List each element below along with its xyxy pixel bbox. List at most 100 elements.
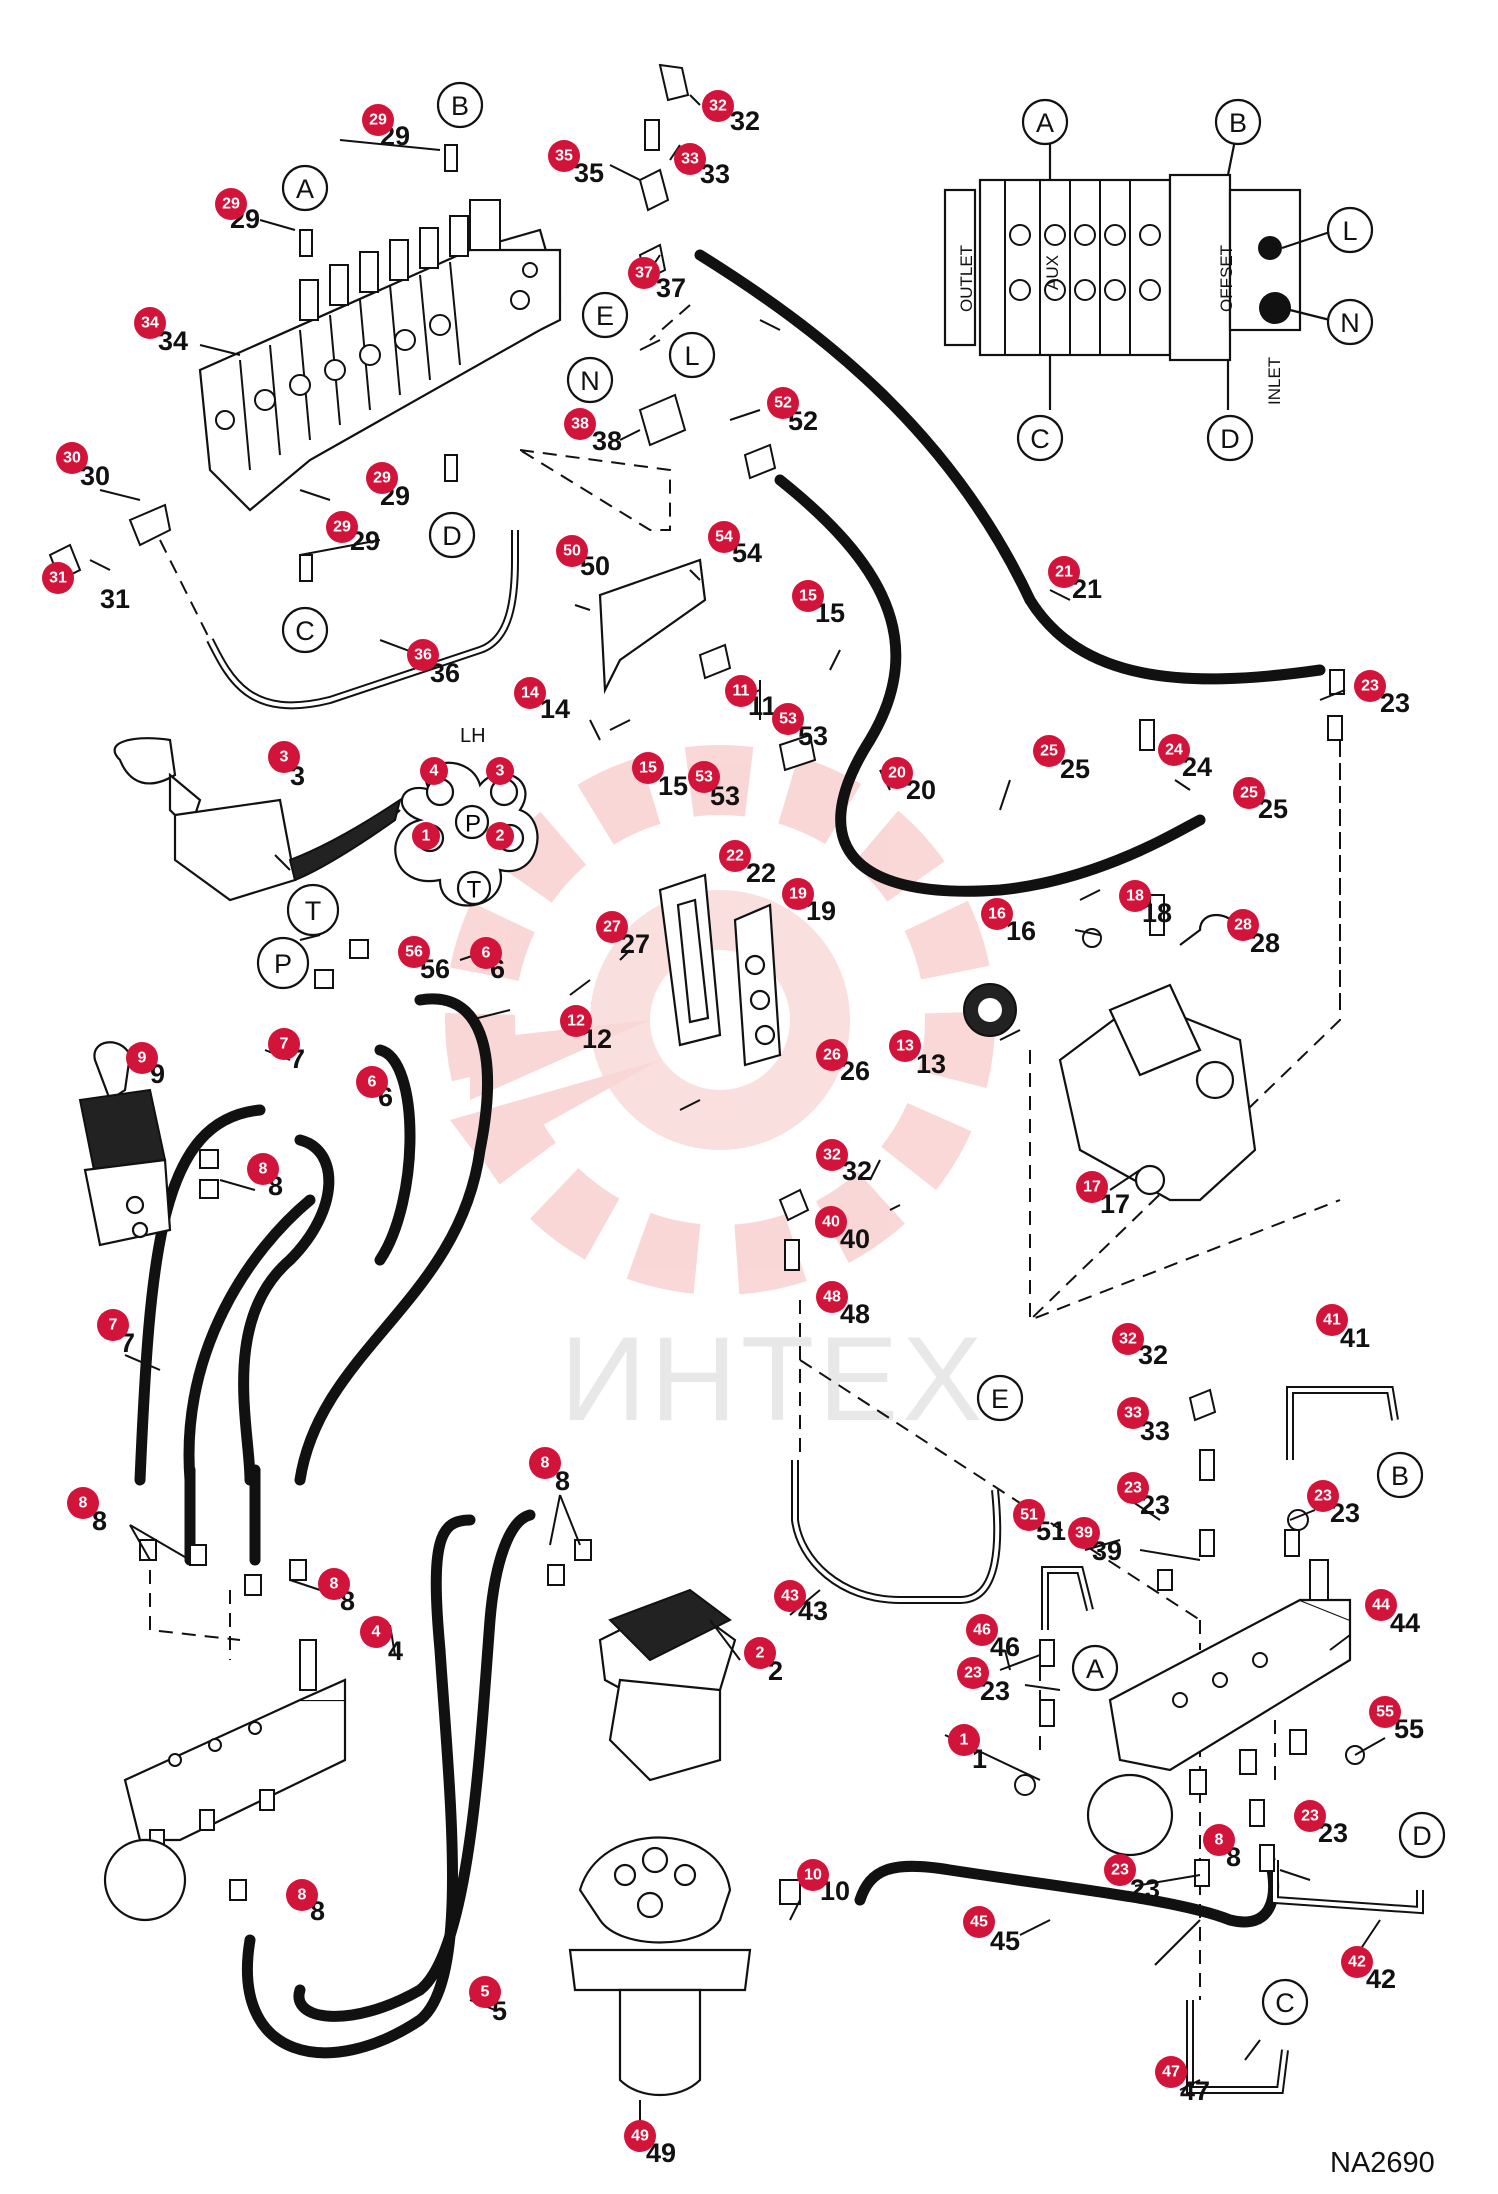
svg-text:54: 54 (715, 529, 733, 546)
callout-badge-4: 4 (360, 1616, 392, 1648)
callout-badge-53: 53 (688, 761, 720, 793)
callout-badge-26: 26 (816, 1039, 848, 1071)
callout-badge-16: 16 (981, 898, 1013, 930)
callout-badge-23: 23 (1117, 1472, 1149, 1504)
drawing-code: NA2690 (1330, 2147, 1435, 2179)
svg-text:53: 53 (695, 769, 713, 786)
callout-badge-35: 35 (548, 140, 580, 172)
pattern-badge-1: 1 (412, 822, 440, 850)
callout-badge-23: 23 (1307, 1480, 1339, 1512)
callout-badge-7: 7 (268, 1028, 300, 1060)
callout-badge-46: 46 (966, 1614, 998, 1646)
port-l-label: L (684, 341, 699, 371)
callout-badge-15: 15 (632, 752, 664, 784)
callout-badge-8: 8 (247, 1153, 279, 1185)
svg-text:32: 32 (823, 1147, 841, 1164)
callout-badge-8: 8 (1203, 1824, 1235, 1856)
callouts: 2929292929292929343430303131353532323333… (42, 90, 1424, 2168)
svg-text:3: 3 (496, 763, 505, 780)
svg-text:15: 15 (799, 588, 817, 605)
svg-text:8: 8 (541, 1455, 550, 1472)
svg-text:10: 10 (804, 1867, 822, 1884)
callout-badge-18: 18 (1119, 880, 1151, 912)
svg-text:29: 29 (373, 470, 391, 487)
pattern-t-label: T (467, 877, 482, 904)
svg-text:21: 21 (1055, 564, 1073, 581)
svg-text:2: 2 (756, 1645, 765, 1662)
callout-badge-56: 56 (398, 936, 430, 968)
svg-text:29: 29 (222, 196, 240, 213)
svg-text:24: 24 (1165, 742, 1183, 759)
svg-text:4: 4 (430, 763, 439, 780)
callout-badge-40: 40 (815, 1206, 847, 1238)
port-b-circle: B (1214, 98, 1262, 146)
svg-text:22: 22 (726, 848, 744, 865)
svg-text:8: 8 (1215, 1832, 1224, 1849)
callout-text-31: 31 (100, 584, 130, 614)
port-c-circle: C (1261, 1978, 1309, 2026)
svg-text:8: 8 (298, 1887, 307, 1904)
callout-badge-19: 19 (782, 878, 814, 910)
manifold-right (1086, 1559, 1352, 1857)
callout-text-38: 38 (592, 426, 622, 456)
port-b-label: B (1229, 108, 1247, 138)
callout-badge-29: 29 (362, 104, 394, 136)
left-joystick (113, 737, 402, 902)
callout-badge-33: 33 (674, 143, 706, 175)
svg-text:16: 16 (988, 906, 1006, 923)
callout-badge-22: 22 (719, 840, 751, 872)
svg-text:8: 8 (79, 1495, 88, 1512)
callout-badge-55: 55 (1369, 1696, 1401, 1728)
watermark-text: ИНТЕХ (560, 1312, 986, 1446)
port-t-circle: T (286, 883, 340, 937)
callout-badge-3: 3 (268, 741, 300, 773)
callout-badge-42: 42 (1341, 1946, 1373, 1978)
svg-text:2: 2 (496, 828, 505, 845)
callout-text-23: 23 (1380, 688, 1410, 718)
callout-text-35: 35 (574, 158, 604, 188)
svg-text:29: 29 (333, 519, 351, 536)
aux-label: AUX (1043, 255, 1062, 290)
port-p-label: P (274, 949, 292, 979)
svg-text:18: 18 (1126, 888, 1144, 905)
svg-text:20: 20 (888, 765, 906, 782)
callout-badge-32: 32 (816, 1139, 848, 1171)
callout-badge-17: 17 (1076, 1171, 1108, 1203)
callout-text-32: 32 (1138, 1340, 1168, 1370)
svg-text:36: 36 (414, 647, 432, 664)
callout-badge-29: 29 (366, 462, 398, 494)
port-d-label: D (1220, 424, 1240, 454)
callout-text-1: 1 (972, 1744, 987, 1774)
callout-badge-5: 5 (469, 1976, 501, 2008)
callout-badge-28: 28 (1227, 909, 1259, 941)
svg-text:17: 17 (1083, 1179, 1101, 1196)
svg-text:9: 9 (138, 1050, 147, 1067)
callout-badge-29: 29 (215, 188, 247, 220)
port-d-circle: D (1206, 414, 1254, 462)
svg-text:23: 23 (1361, 678, 1379, 695)
svg-text:49: 49 (631, 2128, 649, 2145)
callout-badge-49: 49 (624, 2120, 656, 2152)
svg-text:13: 13 (896, 1038, 914, 1055)
svg-text:55: 55 (1376, 1704, 1394, 1721)
callout-text-23: 23 (1130, 1874, 1160, 1904)
svg-text:44: 44 (1372, 1597, 1390, 1614)
svg-text:46: 46 (973, 1622, 991, 1639)
svg-text:3: 3 (280, 749, 289, 766)
callout-badge-30: 30 (56, 442, 88, 474)
port-c-circle: C (281, 606, 329, 654)
callout-badge-51: 51 (1013, 1499, 1045, 1531)
callout-badge-31: 31 (42, 562, 74, 594)
svg-text:7: 7 (109, 1317, 118, 1334)
pattern-p-label: P (465, 811, 481, 838)
port-n-label: N (1340, 308, 1360, 338)
callout-text-8: 8 (92, 1506, 107, 1536)
svg-text:41: 41 (1323, 1312, 1341, 1329)
callout-leaders (89, 94, 1386, 2125)
callout-badge-8: 8 (529, 1447, 561, 1479)
port-c-label: C (1275, 1988, 1295, 2018)
callout-badge-8: 8 (286, 1879, 318, 1911)
port-d-circle: D (1398, 1811, 1446, 1859)
svg-text:8: 8 (330, 1576, 339, 1593)
